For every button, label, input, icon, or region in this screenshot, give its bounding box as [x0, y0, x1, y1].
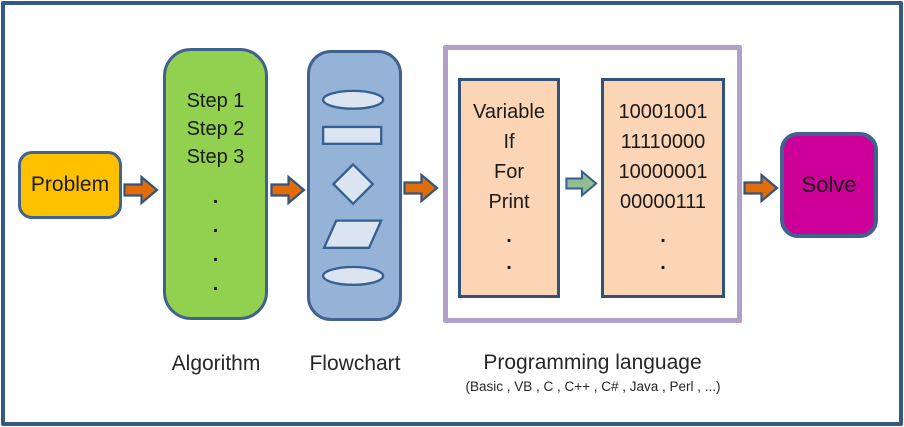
algorithm-step: Step 2 — [186, 118, 245, 140]
ellipsis-dot: . — [212, 215, 219, 237]
binary-line: 00000111 — [619, 191, 706, 213]
binary-ellipsis: . . — [604, 223, 722, 277]
decision-icon — [331, 162, 375, 206]
ellipsis-dot: . — [660, 252, 666, 274]
problem-label: Problem — [30, 173, 110, 196]
solve-node: Solve — [780, 132, 878, 238]
ellipsis-dot: . — [212, 244, 219, 266]
ellipsis-dot: . — [506, 225, 512, 247]
flowchart-caption: Flowchart — [309, 352, 401, 375]
binary-box: 10001001 11110000 10000001 00000111 . . — [601, 78, 725, 298]
arrow-flowchart-to-programming-icon — [403, 172, 439, 204]
algorithm-caption: Algorithm — [171, 352, 261, 375]
input-output-icon — [322, 219, 384, 249]
solve-label: Solve — [801, 172, 857, 197]
flowchart-symbols — [321, 89, 385, 286]
arrow-algorithm-to-flowchart-icon — [270, 174, 306, 206]
flowchart-node — [307, 50, 402, 321]
ellipsis-dot: . — [660, 225, 666, 247]
programming-container: Variable If For Print . . 10001001 11110… — [443, 45, 742, 323]
terminator-icon — [321, 89, 385, 110]
algorithm-ellipsis: . . . . — [166, 183, 265, 299]
algorithm-node: Step 1 Step 2 Step 3 . . . . — [163, 48, 268, 320]
algorithm-step: Step 3 — [186, 146, 245, 168]
algorithm-step: Step 1 — [186, 90, 245, 112]
programming-languages-caption: (Basic , VB , C , C++ , C# , Java , Perl… — [465, 379, 721, 394]
arrow-programming-to-solve-icon — [743, 172, 779, 204]
ellipsis-dot: . — [212, 186, 219, 208]
binary-line: 10001001 — [618, 101, 708, 123]
process-icon — [321, 125, 383, 145]
keyword-line: If — [503, 131, 515, 153]
ellipsis-dot: . — [212, 273, 219, 295]
binary-line: 11110000 — [620, 131, 706, 153]
problem-node: Problem — [18, 151, 122, 219]
binary-line: 10000001 — [618, 161, 708, 183]
keywords-box: Variable If For Print . . — [458, 78, 560, 298]
keyword-line: For — [494, 161, 524, 183]
ellipsis-dot: . — [506, 252, 512, 274]
keyword-line: Variable — [473, 101, 545, 123]
keywords-ellipsis: . . — [461, 223, 557, 277]
arrow-keywords-to-binary-icon — [565, 169, 598, 198]
terminator-icon — [321, 265, 385, 286]
keyword-line: Print — [488, 191, 530, 213]
programming-caption: Programming language — [483, 351, 702, 374]
arrow-problem-to-algorithm-icon — [123, 174, 159, 206]
